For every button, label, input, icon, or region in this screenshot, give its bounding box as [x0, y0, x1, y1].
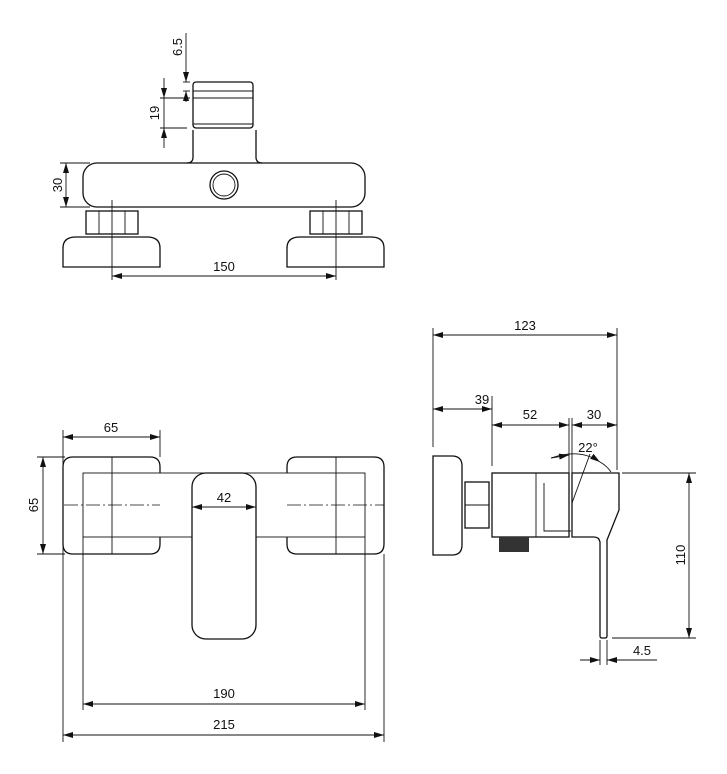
knob-left: [62, 456, 161, 555]
foot-left: [62, 236, 161, 268]
dim-190: 190: [213, 686, 235, 701]
dim-65-height: 65: [26, 498, 41, 512]
dim-22-degrees: 22°: [578, 440, 598, 455]
valve-body: [491, 472, 570, 538]
lever: [571, 472, 620, 639]
dim-39: 39: [475, 392, 489, 407]
dim-150: 150: [213, 259, 235, 274]
foot-right: [286, 236, 385, 268]
dim-123: 123: [514, 318, 536, 333]
body-outline: [82, 162, 366, 208]
outlet-circle: [209, 170, 239, 200]
knob-right: [286, 456, 385, 555]
wall-plate: [432, 455, 463, 556]
dim-30-side: 30: [587, 407, 601, 422]
dim-30: 30: [50, 178, 65, 192]
dim-52: 52: [523, 407, 537, 422]
cap: [192, 81, 254, 129]
top-view: 150 30 19 6.5: [50, 33, 385, 280]
front-view: 65 65 42 190 215: [26, 420, 385, 742]
stem: [186, 130, 263, 164]
dim-4-5: 4.5: [633, 643, 651, 658]
thread: [499, 537, 529, 552]
handle: [191, 472, 257, 640]
dim-65-width: 65: [104, 420, 118, 435]
dim-6-5: 6.5: [170, 38, 185, 56]
dim-110: 110: [673, 545, 688, 566]
dim-19: 19: [147, 106, 162, 120]
dim-42: 42: [217, 490, 231, 505]
side-view: 123 39 52 30 22° 110 4.5: [432, 318, 696, 665]
dim-215: 215: [213, 717, 235, 732]
